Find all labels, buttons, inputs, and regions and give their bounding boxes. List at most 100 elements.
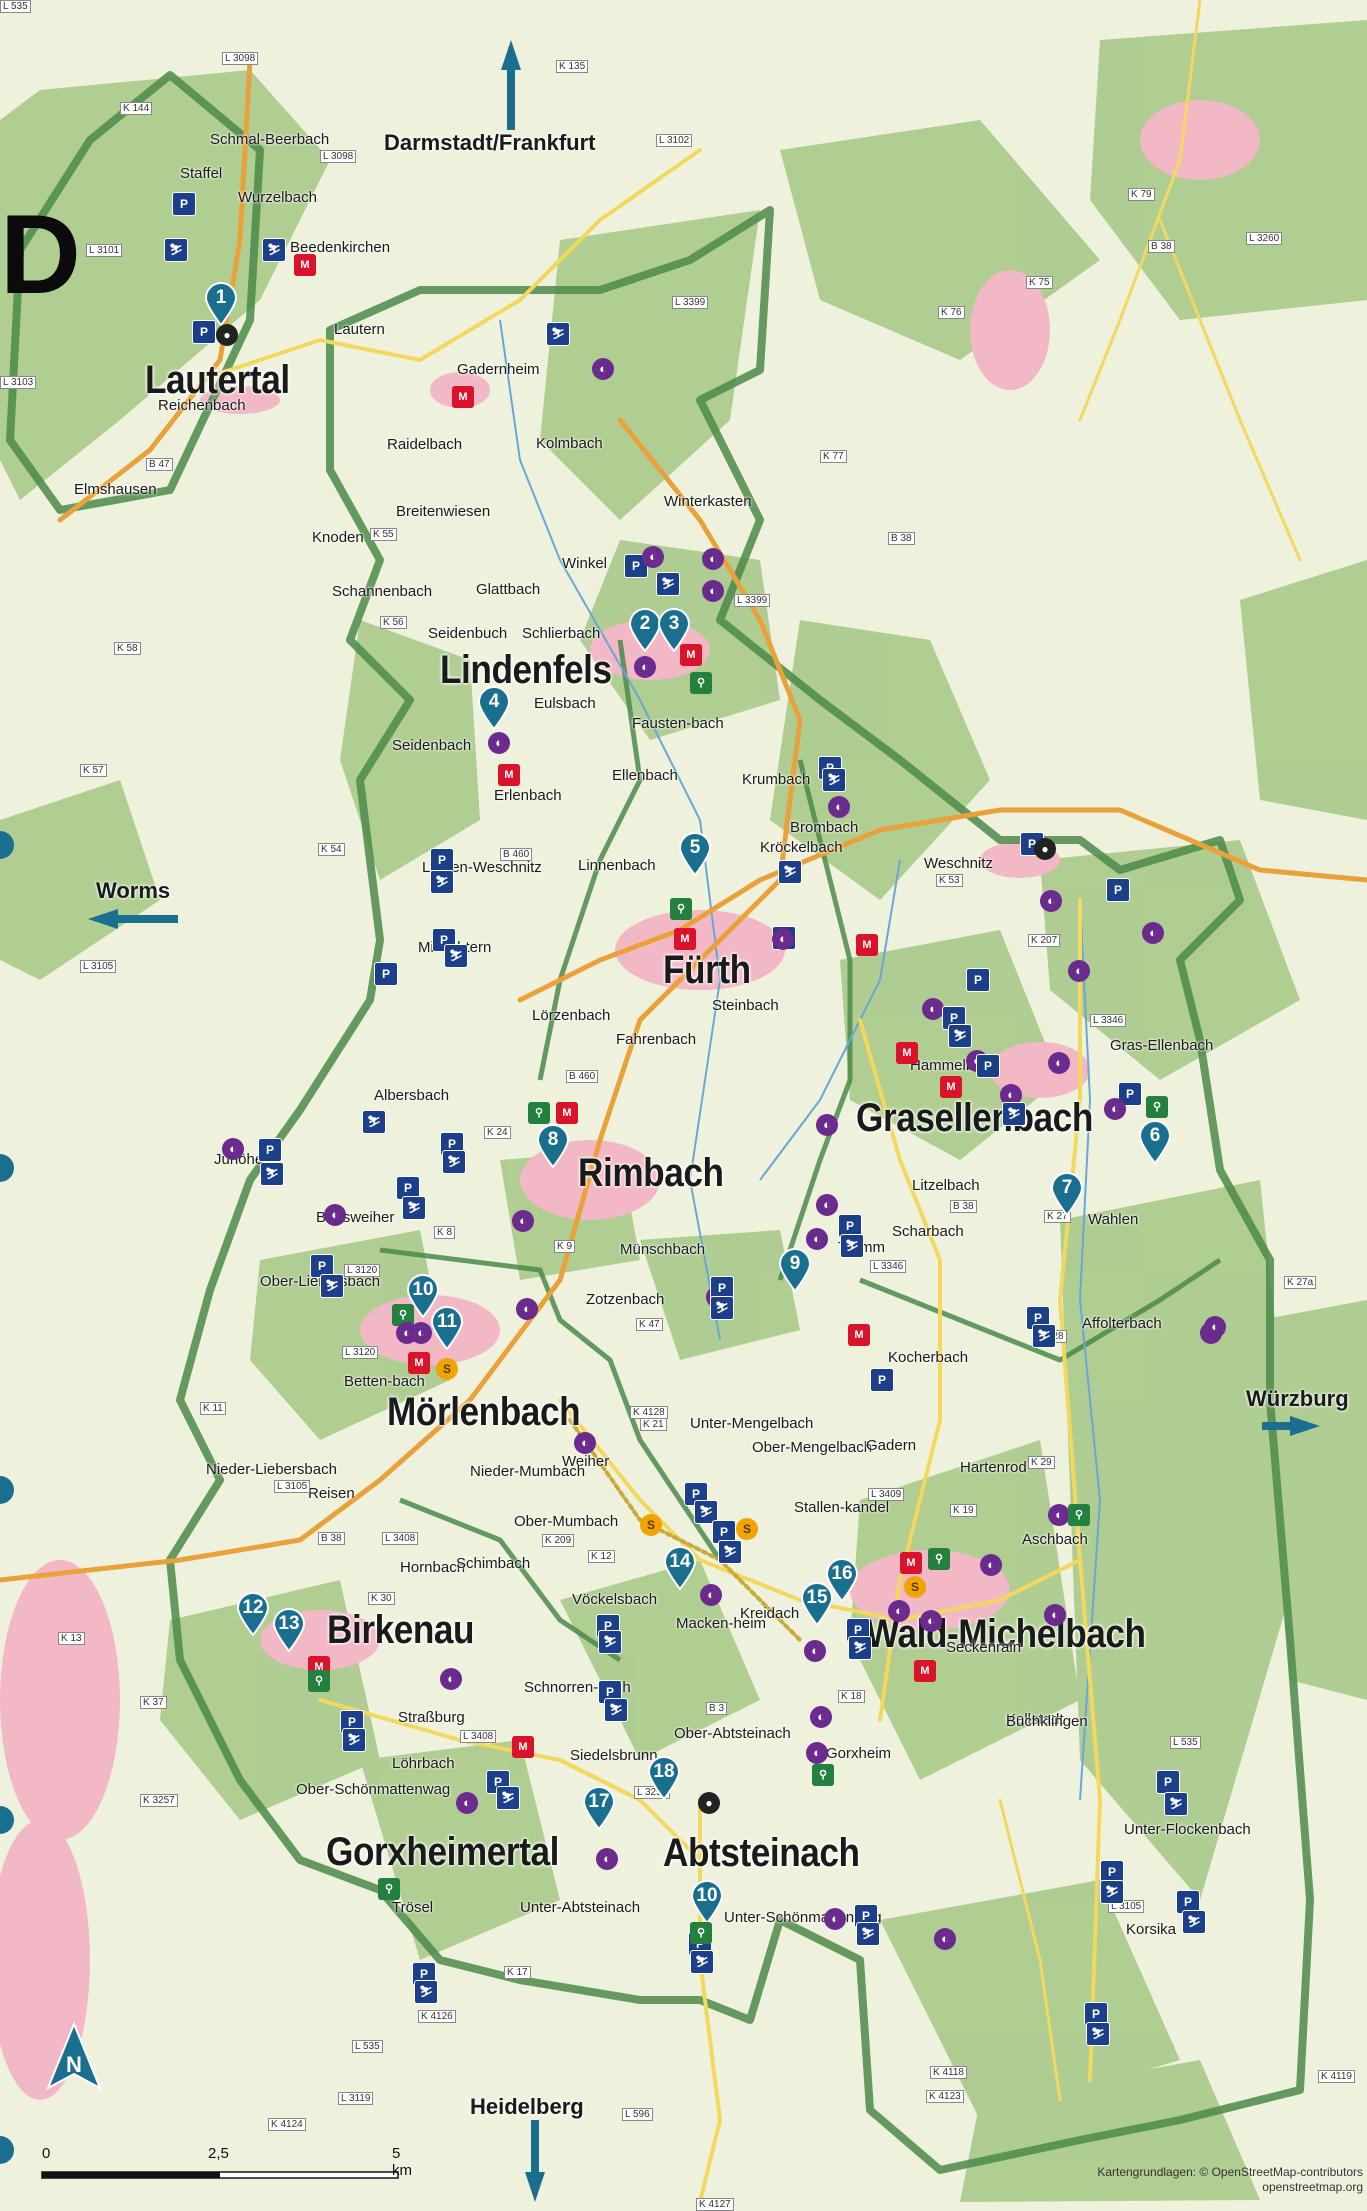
hiking-icon: ⛷ [1100, 1880, 1124, 1904]
hiking-icon: ⛷ [1182, 1910, 1206, 1934]
route-marker[interactable]: 17 [582, 1786, 616, 1831]
route-marker[interactable]: 14 [663, 1546, 697, 1591]
map-pin-icon [628, 608, 662, 653]
route-marker[interactable]: 4 [477, 686, 511, 731]
road-label: K 4119 [1318, 2070, 1355, 2083]
bicycle-icon: ⚲ [690, 1922, 712, 1944]
road-label: K 27a [1284, 1276, 1317, 1289]
scale-end: 5 km [392, 2145, 412, 2179]
route-marker[interactable]: 6 [1138, 1120, 1172, 1165]
hiking-icon: ⛷ [656, 572, 680, 596]
road-label: K 29 [1028, 1456, 1055, 1469]
village-label: Raidelbach [387, 436, 463, 453]
town-fuerth: Fürth [663, 948, 751, 992]
hiking-icon: ⛷ [840, 1234, 864, 1258]
route-marker[interactable]: 1 [204, 282, 238, 327]
road-label: K 47 [636, 1318, 663, 1331]
town-rimbach: Rimbach [578, 1151, 724, 1195]
village-label: Reisen [308, 1485, 355, 1502]
route-marker-number: 12 [242, 1597, 264, 1618]
route-marker[interactable]: 2 [628, 608, 662, 653]
route-marker[interactable]: 3 [657, 608, 691, 653]
village-label: Schmal-Beerbach [210, 131, 330, 148]
village-label: Scharbach [892, 1223, 964, 1240]
bicycle-icon: ⚲ [928, 1548, 950, 1570]
route-marker[interactable]: 15 [800, 1582, 834, 1627]
route-marker-number: 17 [588, 1791, 610, 1812]
route-marker[interactable]: 5 [678, 832, 712, 877]
poi-icon: ◐ [806, 1228, 828, 1250]
route-marker[interactable]: 9 [778, 1248, 812, 1293]
route-marker-number: 9 [789, 1253, 801, 1274]
road-label: B 460 [566, 1070, 599, 1083]
road-label: L 535 [352, 2040, 383, 2053]
village-label: Ober-Mumbach [514, 1513, 619, 1530]
route-marker[interactable]: 16 [825, 1558, 859, 1603]
village-label: Affolterbach [1082, 1315, 1162, 1332]
poi-icon: ◐ [1044, 1604, 1066, 1626]
route-marker-number: 8 [547, 1129, 559, 1150]
village-label: Erlenbach [494, 787, 562, 804]
road-label: L 3098 [222, 52, 259, 65]
road-label: B 47 [146, 458, 173, 471]
route-marker[interactable]: 10 [690, 1880, 724, 1925]
village-label: Kocherbach [888, 1349, 969, 1366]
village-label: Nieder-Mumbach [470, 1463, 586, 1480]
road-label: L 3399 [672, 296, 709, 309]
hiking-icon: ⛷ [848, 1636, 872, 1660]
route-marker[interactable]: 11 [430, 1306, 464, 1351]
route-marker[interactable]: 12 [236, 1592, 270, 1637]
village-label: Kallstadt [1006, 1711, 1064, 1728]
town-gorxheimertal: Gorxheimertal [326, 1830, 559, 1874]
road-label: K 54 [318, 843, 345, 856]
poi-icon: ◐ [806, 1742, 828, 1764]
village-label: Gadern [866, 1437, 917, 1454]
parking-icon: P [976, 1054, 1000, 1078]
village-label: Albersbach [374, 1087, 450, 1104]
route-marker[interactable]: 18 [647, 1756, 681, 1801]
village-label: Lautern [334, 321, 385, 338]
village-label: Litzelbach [912, 1177, 980, 1194]
map-pin-icon [477, 686, 511, 731]
map-pin-icon [663, 1546, 697, 1591]
village-label: Stallen-kandel [794, 1499, 890, 1516]
road-label: K 4118 [930, 2066, 967, 2079]
village-label: Winterkasten [664, 493, 752, 510]
museum-icon: M [940, 1076, 962, 1098]
hiking-icon: ⛷ [948, 1024, 972, 1048]
route-marker[interactable]: 8 [536, 1124, 570, 1169]
village-label: Brombach [790, 819, 859, 836]
village-label: Buchklingen [1006, 1713, 1088, 1730]
poi-icon: ◐ [440, 1668, 462, 1690]
route-marker[interactable]: 7 [1050, 1172, 1084, 1217]
road-label: K 144 [120, 102, 153, 115]
village-label: Gorxheim [826, 1745, 892, 1762]
route-marker[interactable]: 10 [406, 1274, 440, 1319]
village-label: Glattbach [476, 581, 541, 598]
map-pin-icon [236, 1592, 270, 1637]
map-pin-icon [272, 1608, 306, 1653]
museum-icon: M [512, 1736, 534, 1758]
direction-west: Worms [96, 878, 171, 903]
poi-icon: ◐ [980, 1554, 1002, 1576]
village-label: Wahlen [1088, 1211, 1139, 1228]
road-label: B 38 [950, 1200, 977, 1213]
road-label: L 3119 [338, 2092, 374, 2105]
poi-icon: ◐ [516, 1298, 538, 1320]
road-label: L 3120 [342, 1346, 379, 1359]
scale-start: 0 [42, 2145, 51, 2162]
road-label: K 4124 [268, 2118, 306, 2131]
road-label: L 596 [622, 2108, 653, 2121]
road-label: K 17 [504, 1966, 531, 1979]
town-moerlenbach: Mörlenbach [387, 1390, 581, 1434]
road-label: L 3408 [460, 1730, 497, 1743]
road-label: L 3105 [274, 1480, 311, 1493]
road-label: K 12 [588, 1550, 615, 1563]
hiking-icon: ⛷ [778, 860, 802, 884]
route-marker[interactable]: 13 [272, 1608, 306, 1653]
map-pin-icon [536, 1124, 570, 1169]
village-label: Gadernheim [457, 361, 540, 378]
route-marker-number: 3 [668, 613, 680, 634]
village-label: Ellenbach [612, 767, 678, 784]
